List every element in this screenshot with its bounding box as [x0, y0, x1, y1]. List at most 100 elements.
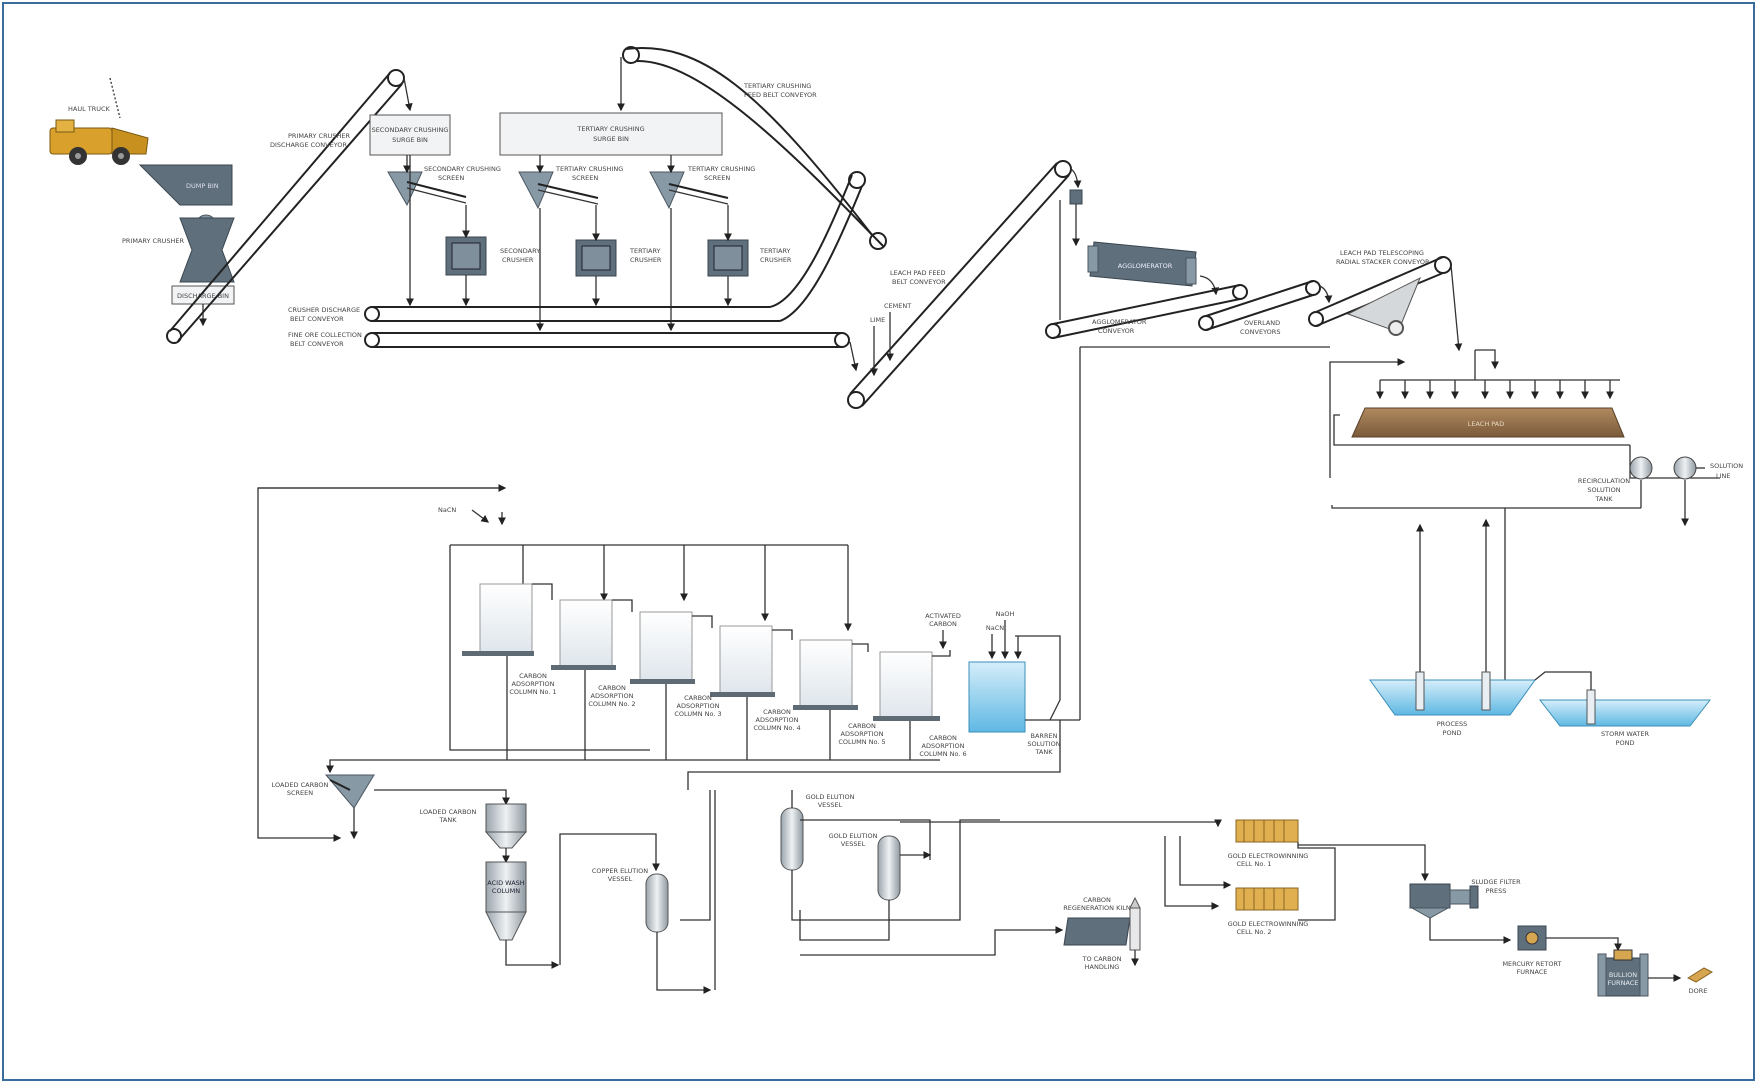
primary-crusher — [179, 214, 235, 283]
bullion-furnace-label-1: BULLION — [1609, 971, 1637, 979]
acid-wash-label-1: ACID WASH — [487, 879, 525, 887]
column-1-label-1: CARBON — [519, 672, 547, 680]
gold-2-outlet — [799, 900, 890, 941]
sludge-press-label-2: PRESS — [1486, 887, 1507, 895]
carbon-adsorption-column-6 — [873, 650, 951, 721]
carbon-adsorption-column-5 — [793, 639, 869, 710]
secondary-crusher — [445, 205, 487, 307]
tertiary-crusher-2 — [707, 205, 749, 307]
radial-stacker-label-2: RADIAL STACKER CONVEYOR — [1336, 258, 1430, 266]
press-to-retort — [1429, 918, 1512, 944]
fine-ore-conveyor-label-2: BELT CONVEYOR — [290, 340, 344, 348]
gold-elution-1-label-2: VESSEL — [818, 801, 843, 809]
copper-elution-vessel — [645, 873, 669, 933]
to-ew2-line — [1179, 836, 1232, 889]
bullion-furnace-label-2: FURNACE — [1608, 979, 1639, 987]
dump-bin — [138, 164, 233, 206]
copper-to-gold — [680, 790, 711, 921]
leach-pad-feed-conveyor-label-1: LEACH PAD FEED — [890, 269, 946, 277]
fine-ore-conveyor-label-1: FINE ORE COLLECTION — [288, 331, 362, 339]
gold-elution-vessel-2 — [877, 835, 901, 901]
column-3-label-2: ADSORPTION — [677, 702, 720, 710]
lime-label: LIME — [870, 316, 885, 324]
tertiary-feed-conveyor — [617, 46, 887, 250]
agglomerator-label: AGGLOMERATOR — [1118, 262, 1173, 270]
column-1-label-2: ADSORPTION — [512, 680, 555, 688]
column-5-label-1: CARBON — [848, 722, 876, 730]
tertiary-screen-2-label-2: SCREEN — [704, 174, 730, 182]
gold-elution-2-label-2: VESSEL — [841, 840, 866, 848]
tertiary-surge-bin-label-1: TERTIARY CRUSHING — [576, 125, 644, 133]
secondary-surge-bin-label-1: SECONDARY CRUSHING — [372, 126, 449, 134]
sludge-filter-press — [1409, 883, 1479, 919]
copper-outlet — [656, 932, 712, 994]
to-loaded-tank — [374, 789, 510, 806]
to-carbon-handling-label-1: TO CARBON — [1082, 955, 1122, 963]
primary-crusher-conveyor — [166, 69, 413, 344]
column-6-label-3: COLUMN No. 6 — [919, 750, 966, 758]
recirculation-tank-label-3: TANK — [1594, 495, 1613, 503]
tertiary-screen-2 — [649, 155, 729, 210]
carbon-transfer-line — [326, 759, 940, 774]
agglomerator-conveyor-label-2: CONVEYOR — [1098, 327, 1135, 335]
loaded-carbon-screen — [324, 774, 375, 809]
to-ew1-line — [900, 819, 1222, 828]
gold-1-outlet — [791, 819, 1000, 921]
loaded-carbon-tank — [484, 803, 528, 849]
primary-crusher-label: PRIMARY CRUSHER — [122, 237, 184, 245]
tertiary-feed-conveyor-label-1: TERTIARY CRUSHING — [743, 82, 811, 90]
ew-to-press — [1298, 844, 1429, 882]
tertiary-surge-bin-label-2: SURGE BIN — [593, 135, 629, 143]
mercury-retort-furnace — [1517, 925, 1547, 951]
secondary-crusher-label-2: CRUSHER — [502, 256, 534, 264]
dore-bar-icon — [1686, 967, 1714, 983]
column-4-label-3: COLUMN No. 4 — [753, 724, 800, 732]
process-pond-label-1: PROCESS — [1437, 720, 1467, 728]
nacn-top-label: NaCN — [438, 506, 456, 514]
leach-pad-label: LEACH PAD — [1468, 420, 1505, 428]
to-copper-elution — [559, 833, 660, 965]
loaded-carbon-screen-label-2: SCREEN — [287, 789, 313, 797]
carbon-adsorption-column-2 — [551, 599, 633, 670]
storm-water-pond — [1534, 671, 1712, 727]
activated-carbon-label-1: ACTIVATED — [925, 612, 961, 620]
electrowinning-cell-2 — [1235, 887, 1299, 911]
overland-conveyors — [1198, 280, 1333, 331]
secondary-screen — [387, 155, 467, 207]
dump-bin-label: DUMP BIN — [186, 182, 219, 190]
storm-pond-label-1: STORM WATER — [1601, 730, 1649, 738]
electrowinning-2-label-2: CELL No. 2 — [1237, 928, 1272, 936]
barren-tank-label-3: TANK — [1034, 748, 1053, 756]
barren-solution-tank — [968, 661, 1026, 733]
dore-label: DORE — [1689, 987, 1708, 995]
recirculation-tank-label-1: RECIRCULATION — [1578, 477, 1630, 485]
barren-tank-label-2: SOLUTION — [1027, 740, 1060, 748]
carbon-adsorption-column-3 — [630, 611, 713, 684]
loaded-carbon-screen-label-1: LOADED CARBON — [272, 781, 329, 789]
retort-to-bullion — [1546, 937, 1622, 952]
crusher-discharge-conveyor — [364, 171, 866, 322]
copper-elution-label-1: COPPER ELUTION — [592, 867, 648, 875]
leach-pad-feed-conveyor — [847, 160, 1082, 409]
mercury-furnace-label-1: MERCURY RETORT — [1502, 960, 1561, 968]
process-pond-label-2: POND — [1443, 729, 1462, 737]
tertiary-crusher-1-label-2: CRUSHER — [630, 256, 662, 264]
leach-pad-feed-conveyor-label-2: BELT CONVEYOR — [892, 278, 946, 286]
discharge-bin-label: DISCHARGE BIN — [177, 292, 229, 300]
haul-truck-label: HAUL TRUCK — [68, 105, 111, 113]
ew-return-loop — [1297, 842, 1336, 921]
carbon-kiln-label-2: REGENERATION KILN — [1063, 904, 1131, 912]
electrowinning-1-label-2: CELL No. 1 — [1237, 860, 1272, 868]
column-4-label-2: ADSORPTION — [756, 716, 799, 724]
process-pond — [1369, 671, 1536, 716]
column-2-label-2: ADSORPTION — [591, 692, 634, 700]
column-4-label-1: CARBON — [763, 708, 791, 716]
carbon-regeneration-kiln — [1063, 896, 1141, 967]
column-5-label-2: ADSORPTION — [841, 730, 884, 738]
electrowinning-1-label-1: GOLD ELECTROWINNING — [1228, 852, 1309, 860]
to-kiln-line — [800, 926, 1064, 956]
tertiary-screen-2-label-1: TERTIARY CRUSHING — [687, 165, 755, 173]
column-6-label-1: CARBON — [929, 734, 957, 742]
loaded-carbon-tank-label-1: LOADED CARBON — [420, 808, 477, 816]
